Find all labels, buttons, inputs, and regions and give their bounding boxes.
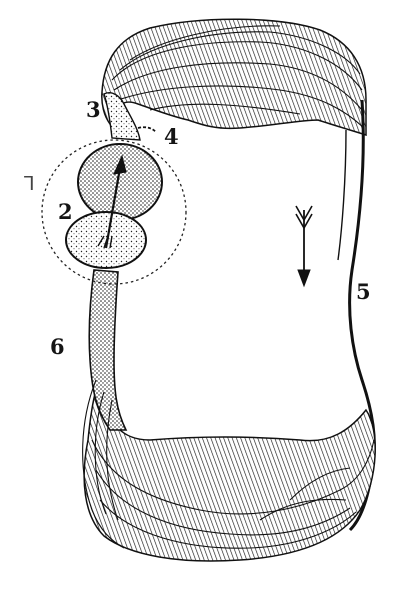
upper-capillary-network xyxy=(101,18,367,137)
label-1: ᒣ xyxy=(23,173,35,195)
lower-capillary-network xyxy=(83,387,376,562)
label-4: 4 xyxy=(164,124,179,149)
ascending-vessel-6 xyxy=(82,269,128,549)
vessel-neck-3 xyxy=(103,92,141,141)
vessel-stub-4 xyxy=(137,126,157,133)
label-3: 3 xyxy=(86,97,101,122)
heart-flow-arrow xyxy=(97,154,127,249)
upper-chamber xyxy=(77,143,163,221)
dashed-heart-outline xyxy=(41,139,187,285)
downward-flow-arrow xyxy=(295,205,313,288)
label-6: 6 xyxy=(50,334,65,359)
label-2: 2 xyxy=(58,199,73,224)
label-5: 5 xyxy=(356,279,371,304)
